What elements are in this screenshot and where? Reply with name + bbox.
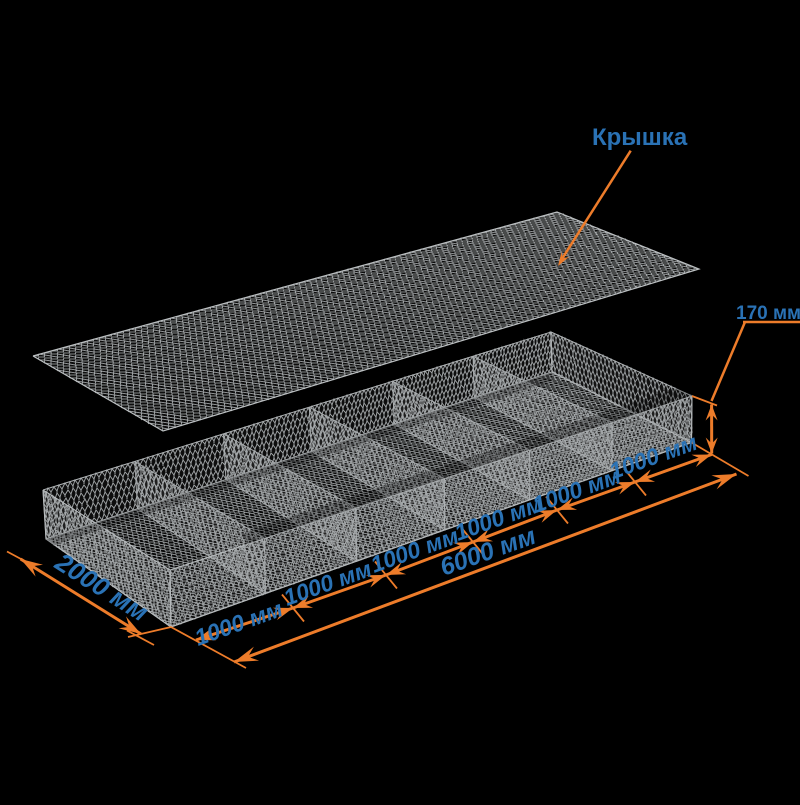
svg-text:170 мм: 170 мм [736, 303, 800, 324]
svg-text:Крышка: Крышка [592, 124, 688, 151]
